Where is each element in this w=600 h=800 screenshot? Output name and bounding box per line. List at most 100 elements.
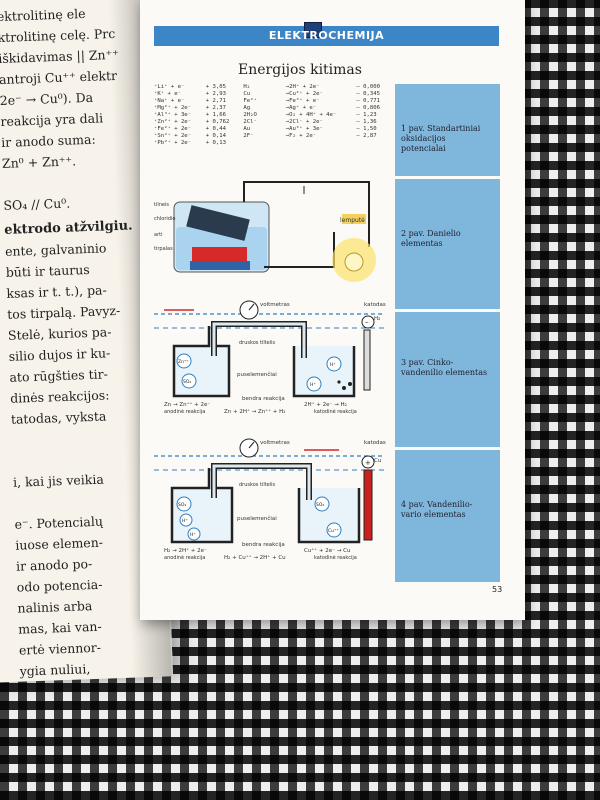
potential-table-cell: ⁺Li⁺ + e⁻ <box>154 84 185 90</box>
potential-table-row: ⁺Zn²⁺ + 2e⁻ + 0,762 2Cl⁻ →2Cl⁻ + 2e⁻ – 1,36 <box>154 119 394 126</box>
fig3-overall-label: bendra reakcija <box>242 396 285 402</box>
caption-block-4: 4 pav. Vandenilio-vario elementas <box>395 450 500 582</box>
potential-table-cell: ⁺Pb²⁺ + 2e⁻ <box>154 140 192 146</box>
potential-table-cell: – 1,36 <box>356 119 377 125</box>
potential-table-cell: ⁺Fe²⁺ + 2e⁻ <box>154 126 192 132</box>
fig2-label-4: tirpalas <box>154 246 173 252</box>
potential-table-cell: + 0,44 <box>205 126 226 132</box>
caption-block-1: 1 pav. Standartiniai oksidacijos potenci… <box>395 84 500 179</box>
fig4-overall-label: bendra reakcija <box>242 542 285 548</box>
fig3-voltmeter-label: voltmetras <box>260 302 290 308</box>
potential-table-cell: + 2,93 <box>205 91 226 97</box>
fig4-voltmeter-label: voltmetras <box>260 440 290 446</box>
potential-table-cell: – 0,771 <box>356 98 380 104</box>
potential-table-cell: – 1,23 <box>356 112 377 118</box>
fig2-label-1: tilneis <box>154 202 169 208</box>
fig4-ion-2: H⁺ <box>182 518 188 524</box>
potential-table-cell: 2H₂O <box>243 112 257 118</box>
potential-table-cell: →Cu²⁺ + 2e⁻ <box>285 91 323 97</box>
potential-table-cell: →Au³⁺ + 3e⁻ <box>285 126 323 132</box>
potential-table-row: ⁺Pb²⁺ + 2e⁻ + 0,13 <box>154 140 394 147</box>
potential-table-cell: + 0,762 <box>205 119 230 125</box>
caption-3: 3 pav. Cinko-vandenilio elementas <box>401 358 488 377</box>
potential-table-cell <box>243 140 285 147</box>
potential-table-cell: ⁺Sn²⁺ + 2e⁻ <box>154 133 192 139</box>
fig3-total-eq: Zn + 2H⁺ → Zn⁺⁺ + H₂ <box>224 408 286 415</box>
left-page-line: Stelė, kurios pa- <box>7 324 112 343</box>
potential-table-cell: + 3,05 <box>205 84 226 90</box>
potential-table-cell <box>286 140 357 147</box>
potential-table-cell: →2H⁺ + 2e⁻ <box>285 84 320 90</box>
fig2-label-2: chloridio <box>154 216 175 222</box>
potential-table-cell: – 2,87 <box>356 133 377 139</box>
fig4-salt-bridge-label: druskos tiltelis <box>239 482 276 488</box>
potential-table-cell: →F₂ + 2e⁻ <box>285 133 317 139</box>
caption-1: 1 pav. Standartiniai oksidacijos potenci… <box>401 124 481 153</box>
svg-text:–: – <box>365 318 369 326</box>
right-book-page: ELEKTROCHEMIJA Energijos kitimas ⁺Li⁺ + … <box>140 0 525 620</box>
caption-sidebar: 1 pav. Standartiniai oksidacijos potenci… <box>395 84 500 582</box>
potential-table-cell: →2Cl⁻ + 2e⁻ <box>285 119 323 125</box>
fig3-anode-eq: Zn → Zn⁺⁺ + 2e⁻ <box>164 401 210 408</box>
fig4-ion-4: SO₄ <box>316 502 324 508</box>
left-page-line: reakcija yra dali <box>0 110 104 129</box>
fig4-cathode-reaction-label: katodinė reakcija <box>314 555 357 561</box>
fig4-anode-label: anodinė reakcija <box>164 555 205 561</box>
fig3-half-cells-label: puselemenčiai <box>237 371 277 378</box>
page-number: 53 <box>492 585 503 594</box>
svg-text:+: + <box>365 459 371 467</box>
caption-4: 4 pav. Vandenilio-vario elementas <box>401 500 473 519</box>
potential-table-cell <box>356 140 394 147</box>
potential-table-row: ⁺Mg²⁺ + 2e⁻ + 2,37 Ag →Ag⁺ + e⁻ – 0,806 <box>154 105 394 112</box>
potential-table-cell: – 0,000 <box>356 84 380 90</box>
chapter-banner: ELEKTROCHEMIJA <box>154 22 499 46</box>
left-page-line: antroji Cu⁺⁺ elektr <box>0 67 118 87</box>
fig4-half-cells-label: puselemenčiai <box>237 515 277 522</box>
figure-3-zinc-hydrogen-cell: voltmetras katodas H₂ – Zn⁺⁺ SO₄ H⁺ H⁺ d… <box>154 300 386 415</box>
potential-table-cell: ⁺K⁺ + e⁻ <box>154 91 181 97</box>
potential-table-cell: ⁺Na⁺ + e⁻ <box>154 98 185 104</box>
fig4-ion-1: SO₄ <box>178 502 186 508</box>
potential-table-cell: + 2,71 <box>205 98 226 104</box>
potential-table-cell: + 0,14 <box>205 133 226 139</box>
fig3-cathode-eq: 2H⁺ + 2e⁻ → H₂ <box>304 401 347 408</box>
potential-table-cell: ⁺Mg²⁺ + 2e⁻ <box>154 105 192 111</box>
page-title: Energijos kitimas <box>238 62 362 78</box>
caption-block-2: 2 pav. Danielio elementas <box>395 179 500 312</box>
fig3-ion-2: SO₄ <box>183 379 191 385</box>
potential-table-cell: ⁺Zn²⁺ + 2e⁻ <box>154 119 192 125</box>
figure-4-hydrogen-copper-cell: voltmetras katodas Cu + SO₄ H⁺ H⁺ SO₄ Cu… <box>154 438 386 561</box>
caption-block-3: 3 pav. Cinko-vandenilio elementas <box>395 312 500 450</box>
potential-table-cell: – 1,50 <box>356 126 377 132</box>
fig3-ion-3: H⁺ <box>330 362 336 368</box>
potential-table-cell: →O₂ + 4H⁺ + 4e⁻ <box>285 112 337 118</box>
fig3-anode-label: anodinė reakcija <box>164 409 205 415</box>
potential-table-cell: Ag <box>243 105 251 111</box>
potential-table-cell: Fe²⁺ <box>243 98 257 104</box>
potential-table-cell: – 0,345 <box>356 91 380 97</box>
potential-table-cell: + 0,13 <box>205 140 226 146</box>
potential-table-cell: + 2,37 <box>205 105 226 111</box>
banner-square-icon <box>304 22 322 38</box>
fig3-ion-1: Zn⁺⁺ <box>178 359 189 365</box>
potential-table-cell: ⁺Al³⁺ + 3e⁻ <box>154 112 192 118</box>
fig3-cathode-label: katodas <box>364 302 386 308</box>
left-page-line: ektrodo atžvilgiu. <box>4 218 133 238</box>
left-page-line: SO₄ // Cu⁰. <box>3 195 71 213</box>
fig4-cathode-eq: Cu⁺⁺ + 2e⁻ → Cu <box>304 547 350 554</box>
lamp-label: lemputė <box>340 217 365 224</box>
fig3-cathode-reaction-label: katodinė reakcija <box>314 409 357 415</box>
potential-table-cell: 2Cl⁻ <box>243 119 257 125</box>
fig4-ion-3: H⁺ <box>190 532 196 538</box>
potential-table-cell: Cu <box>243 91 251 97</box>
fig4-total-eq: H₂ + Cu⁺⁺ → 2H⁺ + Cu <box>224 554 286 561</box>
fig4-cu-label: Cu <box>374 458 381 464</box>
potential-table-cell: →Ag⁺ + e⁻ <box>285 105 317 111</box>
potential-table-cell: – 0,806 <box>356 105 380 111</box>
fig3-h2-label: H₂ <box>374 316 380 322</box>
